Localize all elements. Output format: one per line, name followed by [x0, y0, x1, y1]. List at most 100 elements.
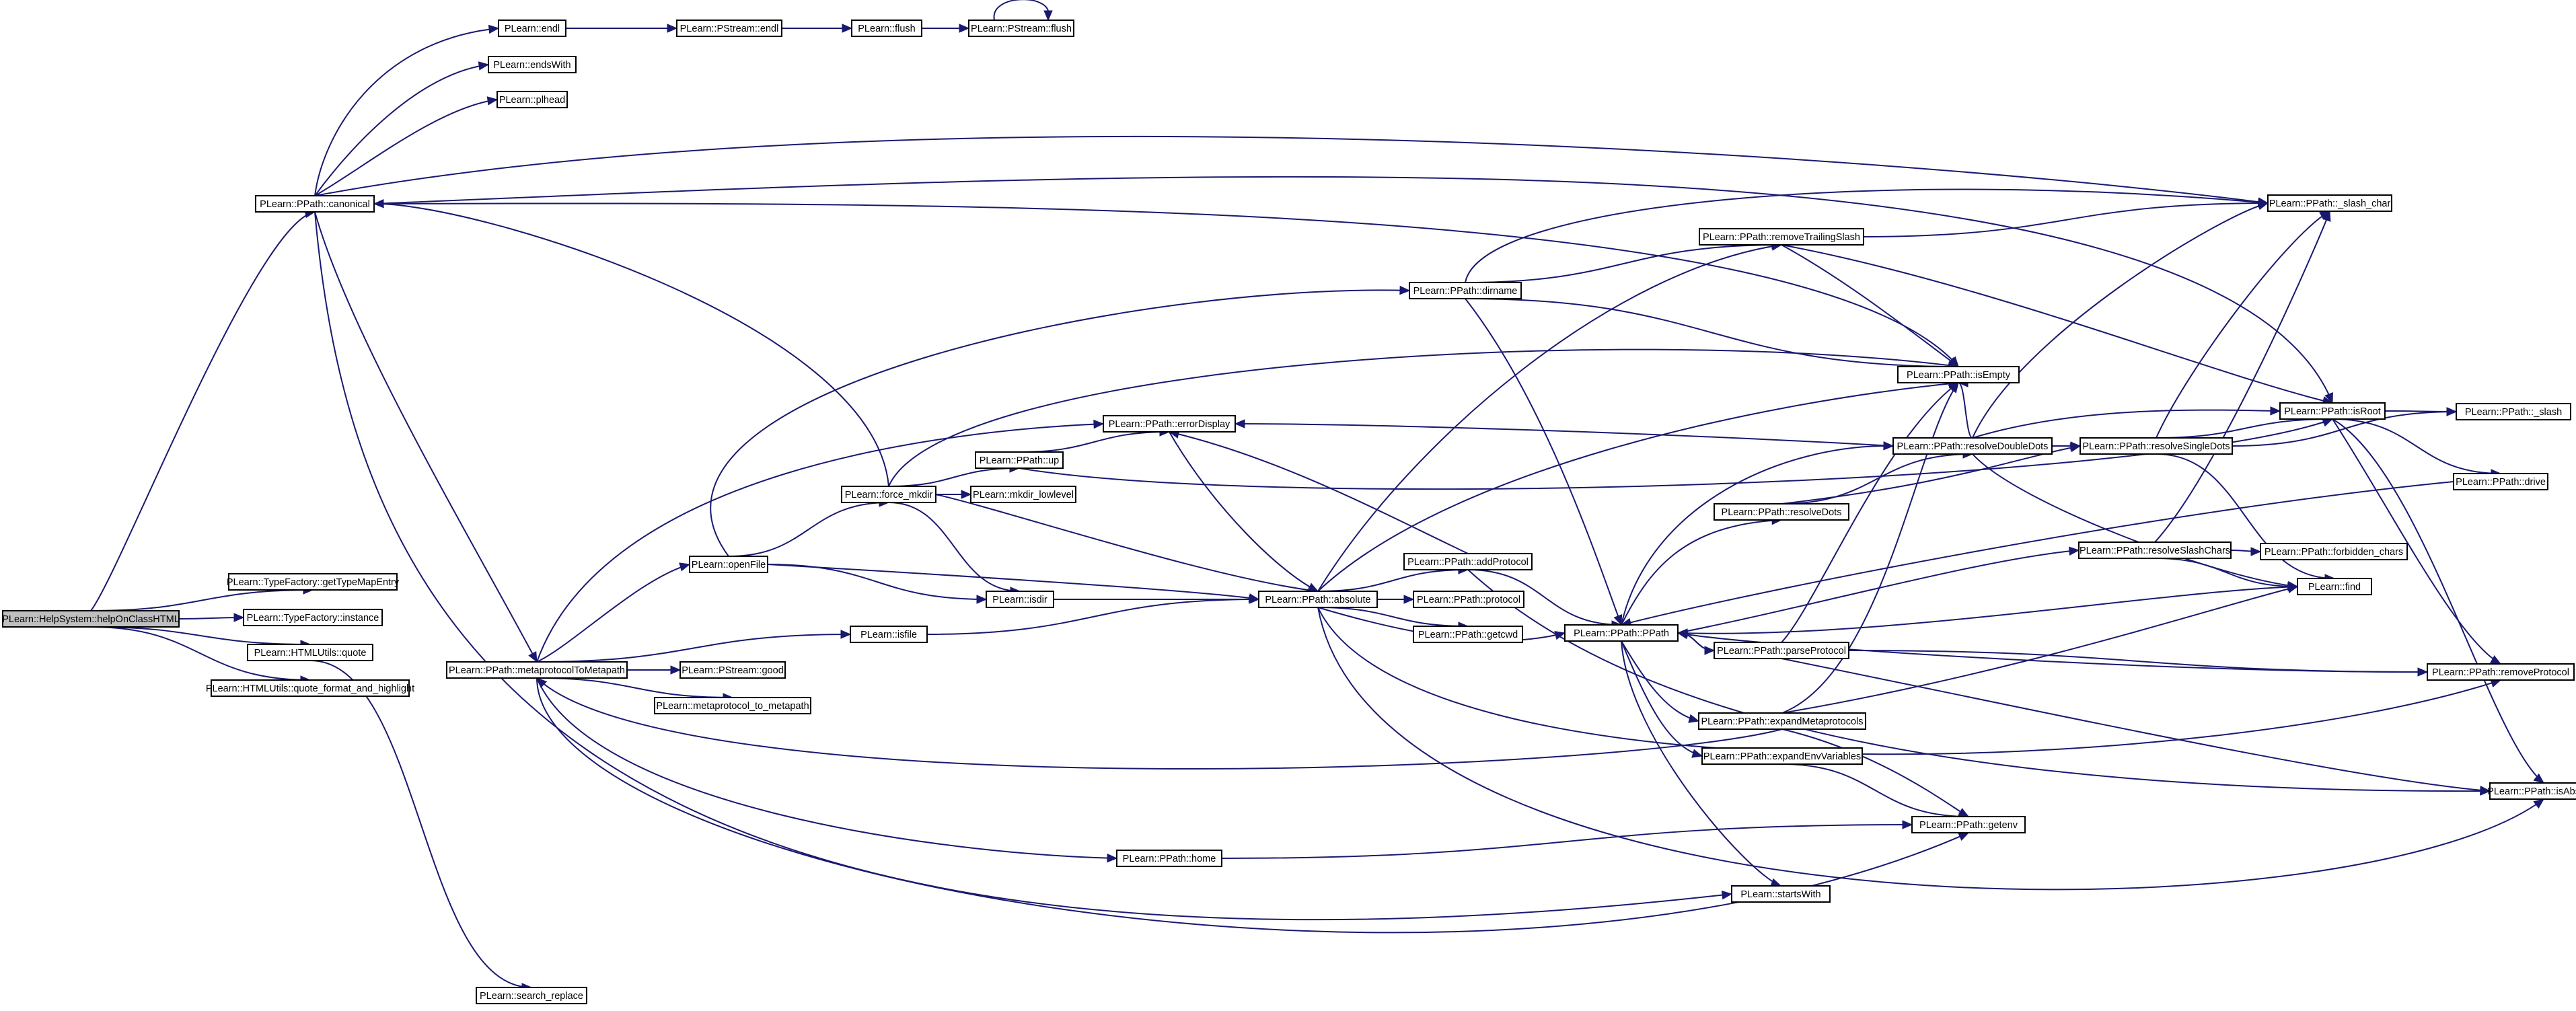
- node-up[interactable]: PLearn::PPath::up: [975, 451, 1064, 469]
- node-parseProtocol[interactable]: PLearn::PPath::parseProtocol: [1714, 642, 1849, 659]
- edge-line: [1317, 607, 2544, 891]
- node-endl[interactable]: PLearn::endl: [498, 20, 566, 37]
- node-ps_flush[interactable]: PLearn::PStream::flush: [968, 20, 1074, 37]
- node-instance[interactable]: PLearn::TypeFactory::instance: [243, 609, 383, 626]
- node-isAbsPath[interactable]: PLearn::PPath::isAbsPath: [2487, 782, 2576, 800]
- edge-canonical-to-startsWith: [314, 211, 1733, 921]
- edge-metaToMeta-to-isfile: [536, 630, 852, 663]
- edge-canonical-to-pl_head: [314, 96, 499, 196]
- edge-line: [1677, 550, 2080, 634]
- node-isRoot[interactable]: PLearn::PPath::isRoot: [2279, 402, 2386, 420]
- node-expandEnvVariables[interactable]: PLearn::PPath::expandEnvVariables: [1701, 747, 1863, 765]
- node-search_replace[interactable]: PLearn::search_replace: [476, 987, 587, 1004]
- edge-resolveSlashChars-to-find: [2154, 558, 2299, 591]
- node-isfile[interactable]: PLearn::isfile: [850, 626, 928, 643]
- edge-line: [710, 289, 1410, 557]
- edge-line: [2156, 211, 2330, 439]
- edge-line: [536, 677, 1969, 934]
- edge-line: [888, 502, 1021, 592]
- node-expandMetaprotocols[interactable]: PLearn::PPath::expandMetaprotocols: [1698, 712, 1866, 730]
- node-getcwd[interactable]: PLearn::PPath::getcwd: [1413, 626, 1523, 643]
- node-label: PLearn::HelpSystem::helpOnClassHTML: [2, 614, 180, 625]
- node-endsWith[interactable]: PLearn::endsWith: [488, 56, 577, 73]
- node-mkdir_lowlevel[interactable]: PLearn::mkdir_lowlevel: [970, 486, 1076, 503]
- edge-line: [314, 135, 2269, 204]
- node-label: PLearn::PPath::removeProtocol: [2432, 667, 2569, 678]
- edge-arrowhead: [478, 61, 490, 71]
- edge-arrowhead: [667, 24, 678, 33]
- edge-line: [2154, 211, 2330, 543]
- node-dirname[interactable]: PLearn::PPath::dirname: [1409, 282, 1522, 299]
- edge-absolute-to-protocol: [1376, 595, 1415, 604]
- edge-arrowhead: [1399, 285, 1411, 295]
- node-drive[interactable]: PLearn::PPath::drive: [2453, 473, 2548, 490]
- node-slash[interactable]: PLearn::PPath::_slash: [2456, 403, 2571, 420]
- node-addProtocol[interactable]: PLearn::PPath::addProtocol: [1403, 553, 1533, 570]
- edge-line: [1465, 298, 1959, 367]
- node-ps_endl[interactable]: PLearn::PStream::endl: [676, 20, 782, 37]
- node-isEmpty[interactable]: PLearn::PPath::isEmpty: [1897, 366, 2020, 383]
- node-box: [228, 573, 398, 591]
- edge-line: [1317, 607, 1469, 627]
- node-label: PLearn::HTMLUtils::quote_format_and_high…: [206, 683, 414, 694]
- edge-line: [1317, 382, 1959, 592]
- node-quote_fh[interactable]: PLearn::HTMLUtils::quote_format_and_high…: [206, 679, 414, 697]
- node-box: [446, 661, 628, 679]
- edge-endl-to-ps_endl: [566, 24, 678, 33]
- node-absolute[interactable]: PLearn::PPath::absolute: [1258, 591, 1378, 608]
- edge-line: [888, 348, 1959, 487]
- edge-line: [314, 211, 538, 663]
- node-metaToMeta[interactable]: PLearn::PPath::metaprotocolToMetapath: [446, 661, 628, 679]
- node-label: PLearn::metaprotocol_to_metapath: [656, 701, 809, 712]
- edge-parseProtocol-to-isAbsPath: [1781, 658, 2491, 795]
- node-getTypeMapEntry[interactable]: PLearn::TypeFactory::getTypeMapEntry: [227, 573, 400, 591]
- node-quote[interactable]: PLearn::HTMLUtils::quote: [247, 644, 373, 661]
- node-resolveDoubleDots[interactable]: PLearn::PPath::resolveDoubleDots: [1892, 437, 2053, 455]
- edge-resolveDoubleDots-to-isRoot: [1972, 406, 2281, 439]
- node-errorDisplay[interactable]: PLearn::PPath::errorDisplay: [1103, 415, 1236, 433]
- edge-line: [2156, 453, 2335, 579]
- node-removeProtocol[interactable]: PLearn::PPath::removeProtocol: [2427, 663, 2575, 681]
- node-label: PLearn::PPath::removeTrailingSlash: [1703, 232, 1860, 243]
- node-resolveDots[interactable]: PLearn::PPath::resolveDots: [1714, 503, 1849, 521]
- node-box: [2080, 437, 2233, 455]
- node-find[interactable]: PLearn::find: [2297, 578, 2372, 595]
- node-force_mkdir[interactable]: PLearn::force_mkdir: [841, 486, 936, 503]
- edge-line: [1863, 202, 2269, 237]
- node-canonical[interactable]: PLearn::PPath::canonical: [255, 195, 375, 213]
- node-ctor[interactable]: PLearn::PPath::PPath: [1564, 624, 1679, 642]
- edge-arrowhead: [2270, 406, 2281, 416]
- node-isdir[interactable]: PLearn::isdir: [986, 591, 1054, 608]
- edge-arrowhead: [2250, 547, 2262, 556]
- edge-line: [314, 99, 498, 196]
- node-protocol[interactable]: PLearn::PPath::protocol: [1413, 591, 1524, 608]
- node-resolveSlashChars[interactable]: PLearn::PPath::resolveSlashChars: [2078, 541, 2232, 559]
- node-home[interactable]: PLearn::PPath::home: [1116, 850, 1222, 867]
- node-removeTrailingSlash[interactable]: PLearn::PPath::removeTrailingSlash: [1699, 228, 1864, 246]
- node-pl_head[interactable]: PLearn::plhead: [496, 91, 568, 108]
- node-box: [498, 20, 566, 37]
- node-resolveSingleDots[interactable]: PLearn::PPath::resolveSingleDots: [2080, 437, 2233, 455]
- node-openFile[interactable]: PLearn::openFile: [689, 556, 768, 573]
- node-startsWith[interactable]: PLearn::startsWith: [1731, 885, 1831, 903]
- node-flush[interactable]: PLearn::flush: [851, 20, 922, 37]
- node-forbidden_chars[interactable]: PLearn::PPath::forbidden_chars: [2260, 543, 2408, 560]
- edge-line: [1169, 431, 1319, 592]
- node-ps_good[interactable]: PLearn::PStream::good: [679, 661, 786, 679]
- node-label: PLearn::PPath::isEmpty: [1907, 370, 2011, 381]
- edge-arrowhead: [1043, 10, 1053, 22]
- edge-arrowhead: [679, 562, 691, 572]
- node-mp_to_mp[interactable]: PLearn::metaprotocol_to_metapath: [654, 697, 811, 714]
- edge-line: [1621, 481, 2454, 626]
- node-slash_char[interactable]: PLearn::PPath::_slash_char: [2267, 194, 2392, 212]
- edge-resolveSingleDots-to-find: [2156, 453, 2336, 583]
- edge-arrowhead: [486, 96, 499, 106]
- node-label: PLearn::isdir: [992, 595, 1047, 605]
- edge-line: [2332, 418, 2501, 665]
- edge-line: [1972, 202, 2269, 439]
- edge-line: [1781, 728, 1969, 817]
- edge-line: [1467, 569, 1622, 626]
- edge-resolveDoubleDots-to-isEmpty: [1957, 378, 1973, 439]
- node-getenv[interactable]: PLearn::PPath::getenv: [1911, 816, 2026, 833]
